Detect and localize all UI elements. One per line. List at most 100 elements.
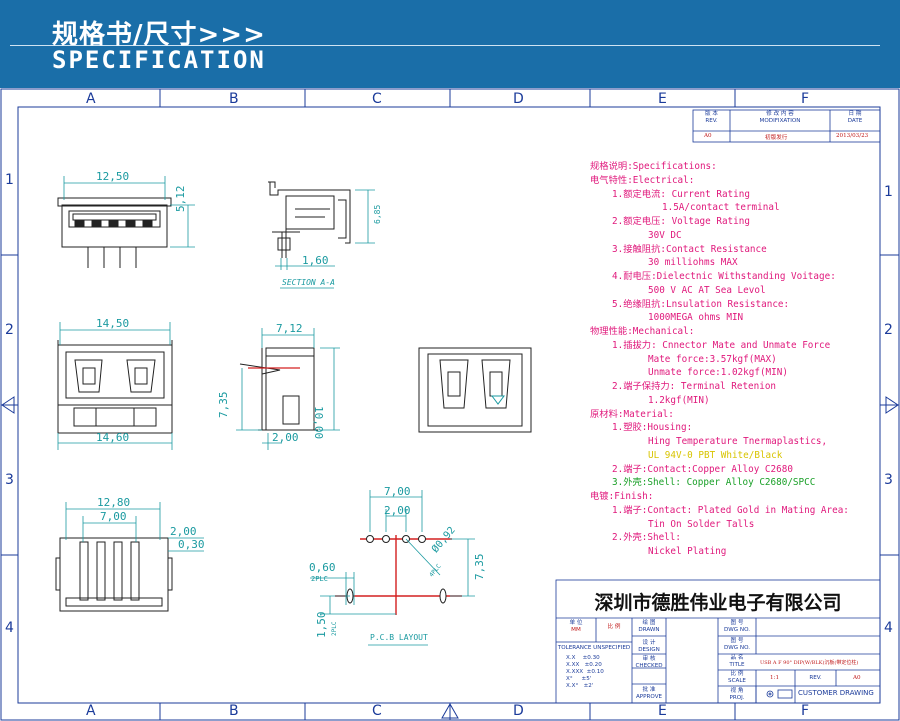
spec-line: 2.额定电压: Voltage Rating bbox=[612, 216, 750, 227]
grid-row-1-right: 1 bbox=[884, 184, 893, 200]
grid-col-f-bottom: F bbox=[801, 703, 810, 719]
grid-col-e-bottom: E bbox=[658, 703, 667, 719]
dim-bottom-right-2: 0,30 bbox=[178, 538, 205, 551]
banner-divider bbox=[10, 45, 880, 46]
bottom-view bbox=[55, 537, 173, 612]
dim-pcb-height: 7,35 bbox=[473, 553, 486, 581]
bottom-center-arrow bbox=[441, 702, 459, 719]
grid-row-4-right: 4 bbox=[884, 620, 893, 636]
banner-subtitle: SPECIFICATION bbox=[52, 46, 266, 74]
spec-line: 2.端子:Contact:Copper Alloy C2680 bbox=[612, 463, 793, 475]
spec-line: 1.额定电流: Current Rating bbox=[612, 188, 750, 200]
spec-line: 1.5A/contact terminal bbox=[662, 202, 780, 214]
spec-line: 3.接触阻抗:Contact Resistance bbox=[612, 243, 767, 255]
dim-pcb-width: 7,00 bbox=[384, 485, 411, 498]
dim-pcb bbox=[310, 490, 475, 646]
grid-col-d-bottom: D bbox=[513, 703, 524, 719]
spec-line: 规格说明:Specifications: bbox=[590, 161, 717, 172]
spec-line: 4.耐电压:Dielectnic Withstanding Voitage: bbox=[612, 271, 836, 282]
grid-row-3-right: 3 bbox=[884, 472, 893, 488]
spec-line: 500 V AC AT Sea Levol bbox=[648, 284, 766, 296]
rev-value: A0 bbox=[704, 133, 712, 139]
tol-row: X.XXX ±0.10 bbox=[566, 669, 604, 675]
grid-col-e: E bbox=[658, 91, 667, 107]
tol-row: X.X ±0.30 bbox=[566, 655, 600, 661]
title-block bbox=[555, 579, 881, 704]
rev-mod-value: 初版发行 bbox=[765, 135, 788, 141]
dim-mid-width-bottom: 14,60 bbox=[96, 431, 130, 444]
grid-col-b-bottom: B bbox=[229, 703, 239, 719]
pcb-holes bbox=[346, 535, 447, 604]
grid-row-3: 3 bbox=[5, 472, 14, 488]
spec-line: 2.端子保持力: Terminal Retenion bbox=[612, 381, 777, 392]
spec-line: 5.绝缘阻抗:Lnsulation Resistance: bbox=[612, 298, 790, 310]
spec-line: 1.2kgf(MIN) bbox=[648, 394, 710, 406]
dim-side-bottom: 2,00 bbox=[272, 431, 299, 444]
spec-line: 3.外壳:Shell: Copper Alloy C2680/SPCC bbox=[612, 477, 816, 489]
tolerance-header: TOLERANCE UNSPECIFIED bbox=[557, 645, 631, 651]
dim-bottom bbox=[65, 502, 204, 552]
dim-pcb-bottom: 1,50 bbox=[315, 611, 328, 639]
header-banner: 规格书/尺寸>>> SPECIFICATION bbox=[0, 0, 900, 88]
grid-col-f: F bbox=[801, 91, 810, 107]
spec-line: 1000MEGA ohms MIN bbox=[648, 312, 744, 324]
spec-line: Nickel Plating bbox=[648, 546, 727, 557]
tol-row: X.X° ±2' bbox=[566, 683, 594, 689]
spec-line: 30 milliohms MAX bbox=[648, 257, 738, 269]
grid-col-a-bottom: A bbox=[86, 703, 96, 719]
row-ticks bbox=[1, 254, 899, 556]
spec-line: 物理性能:Mechanical: bbox=[590, 326, 695, 337]
pcb-label: P.C.B LAYOUT bbox=[370, 633, 428, 642]
grid-col-a: A bbox=[86, 91, 96, 107]
dim-pcb-pitch: 2,00 bbox=[384, 504, 411, 517]
spec-line: 2.外壳:Shell: bbox=[612, 532, 681, 544]
grid-col-c: C bbox=[372, 91, 382, 107]
spec-line: UL 94V-0 PBT White/Black bbox=[648, 449, 783, 461]
left-center-arrow bbox=[1, 396, 15, 414]
face-view bbox=[418, 347, 532, 433]
tol-row: X.XX ±0.20 bbox=[566, 662, 602, 668]
grid-row-2: 2 bbox=[5, 322, 14, 338]
dim-pcb-bottom-sub: 2PLC bbox=[331, 621, 338, 636]
banner-title: 规格书/尺寸>>> bbox=[52, 20, 266, 50]
dim-side-width: 7,12 bbox=[276, 322, 303, 335]
right-center-arrow bbox=[885, 396, 899, 414]
grid-row-2-right: 2 bbox=[884, 322, 893, 338]
column-ticks bbox=[159, 89, 736, 720]
spec-line: 1.塑胶:Housing: bbox=[612, 422, 693, 434]
dim-pcb-left-sub: 2PLC bbox=[311, 575, 328, 583]
dim-top bbox=[63, 176, 195, 248]
dim-mid bbox=[57, 322, 173, 450]
spec-line: Unmate force:1.02kgf(MIN) bbox=[648, 367, 788, 379]
dim-section-offset: 1,60 bbox=[302, 254, 329, 267]
grid-col-b: B bbox=[229, 91, 239, 107]
front-view-mid bbox=[57, 340, 173, 434]
grid-col-d: D bbox=[513, 91, 524, 107]
company-name: 深圳市德胜伟业电子有限公司 bbox=[594, 592, 842, 614]
grid-row-4: 4 bbox=[5, 620, 14, 636]
rev-block-value: A0 bbox=[853, 675, 861, 681]
dim-pcb-left: 0,60 bbox=[309, 561, 336, 574]
spec-line: 电气特性:Electrical: bbox=[590, 174, 695, 186]
spec-line: Tin On Solder Talls bbox=[648, 518, 755, 530]
dim-bottom-outer: 12,80 bbox=[97, 496, 131, 509]
dim-bottom-inner: 7,00 bbox=[100, 510, 127, 523]
dim-side bbox=[236, 328, 340, 450]
side-view bbox=[239, 347, 318, 431]
title-value: USB A F 90° DIP(W/BLK)沉板(带定位柱) bbox=[760, 660, 859, 666]
dim-section bbox=[275, 189, 375, 289]
rev-date-value: 2013/03/23 bbox=[836, 133, 869, 139]
